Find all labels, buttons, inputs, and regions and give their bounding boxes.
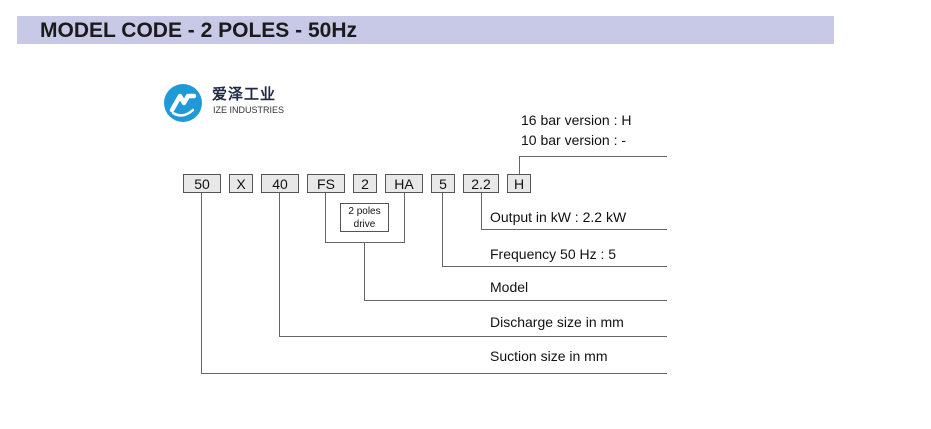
leader-frequency-vertical xyxy=(442,193,443,267)
code-segment-power: 2.2 xyxy=(463,174,499,193)
leader-output-vertical xyxy=(481,193,482,230)
label-discharge: Discharge size in mm xyxy=(490,314,624,330)
code-segment-frequency: 5 xyxy=(431,174,455,193)
leader-suction-vertical xyxy=(201,193,202,374)
logo-text-cn: 爱泽工业 xyxy=(212,86,277,103)
poles-drive-line2: drive xyxy=(353,219,376,230)
leader-frequency-horizontal xyxy=(442,266,667,267)
poles-drive-line1: 2 poles xyxy=(348,206,381,217)
ize-logo-icon xyxy=(164,84,202,122)
label-16-bar: 16 bar version : H xyxy=(521,112,632,128)
code-segment-fs: FS xyxy=(307,174,345,193)
leader-discharge-vertical xyxy=(279,193,280,337)
label-output: Output in kW : 2.2 kW xyxy=(490,209,627,225)
code-segment-pressure: H xyxy=(507,174,531,193)
leader-model-horizontal xyxy=(364,300,667,301)
leader-model-vertical xyxy=(364,243,365,301)
bracket-right-leg xyxy=(404,193,405,243)
logo-text-en: IZE INDUSTRIES xyxy=(213,105,285,115)
bracket-base xyxy=(325,242,405,243)
code-segment-suction: 50 xyxy=(183,174,221,193)
code-segment-discharge: 40 xyxy=(261,174,299,193)
code-segment-ha: HA xyxy=(385,174,423,193)
leader-pressure-horizontal xyxy=(519,156,667,157)
leader-output-horizontal xyxy=(481,229,667,230)
code-segment-poles: 2 xyxy=(353,174,377,193)
label-suction: Suction size in mm xyxy=(490,348,608,364)
header-banner: MODEL CODE - 2 POLES - 50Hz xyxy=(17,16,834,44)
bracket-left-leg xyxy=(325,193,326,243)
leader-suction-horizontal xyxy=(201,373,667,374)
code-segment-x: X xyxy=(229,174,253,193)
label-frequency: Frequency 50 Hz : 5 xyxy=(490,246,617,262)
leader-pressure-vertical xyxy=(519,156,520,174)
poles-drive-note: 2 poles drive xyxy=(340,203,389,232)
page-title: MODEL CODE - 2 POLES - 50Hz xyxy=(40,19,357,42)
leader-discharge-horizontal xyxy=(279,336,667,337)
label-10-bar: 10 bar version : - xyxy=(521,132,627,148)
label-model: Model xyxy=(490,279,529,295)
